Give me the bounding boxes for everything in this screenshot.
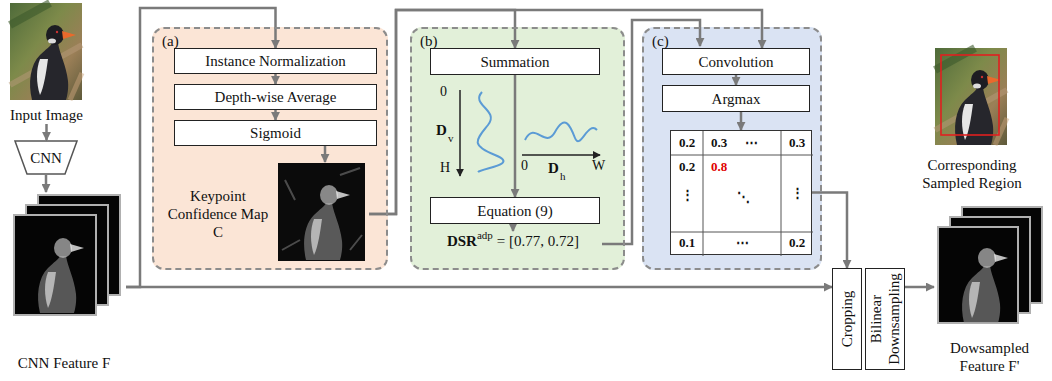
table-cell: ⋮	[681, 187, 694, 203]
flow-connector	[740, 112, 743, 130]
feature-content	[962, 248, 1008, 323]
image-caption: CNN Feature F	[2, 354, 126, 372]
flow-connector	[274, 110, 277, 120]
table-cell: ⋯	[736, 235, 749, 251]
formula-text: = [0.77, 0.72]	[497, 233, 579, 250]
table-cell: ⋱	[737, 189, 750, 205]
node-label: Cropping	[838, 270, 856, 368]
image-with-caption: Dowsampled Feature F'	[934, 205, 1045, 375]
flow-connector	[274, 74, 277, 84]
map-ground	[278, 163, 365, 261]
process-box: Instance Normalization	[174, 48, 377, 74]
feature-content	[38, 238, 84, 313]
image-with-caption: CNN Feature F	[2, 192, 126, 372]
flow-connector	[735, 75, 738, 85]
table-cell: 0.1	[679, 235, 695, 251]
output-stack	[938, 207, 1042, 323]
projection-curve	[478, 92, 504, 172]
grid-line	[671, 155, 813, 156]
keypoint-map	[278, 163, 365, 261]
map-content	[304, 185, 350, 260]
axis-label: h	[560, 170, 566, 182]
panel-label: (a)	[162, 32, 179, 50]
process-box: Argmax	[662, 85, 810, 112]
image-with-caption: Corresponding Sampled Region	[912, 42, 1032, 192]
node-label: CNN	[30, 149, 62, 167]
image-with-caption: Input Image	[4, 3, 89, 124]
formula-text: adp	[477, 229, 493, 241]
panel-label: (b)	[420, 32, 438, 50]
feature-map	[14, 215, 96, 315]
feature-stack	[14, 195, 120, 315]
panel-fill	[642, 27, 822, 270]
axis-label: D	[436, 122, 447, 139]
flow-connector	[369, 10, 515, 214]
flow-connector	[905, 286, 934, 289]
flow-connector	[324, 146, 327, 162]
cnn-trapezoid: CNN	[14, 140, 78, 175]
axis-label: 0	[440, 84, 447, 99]
formula-row: DSRadp= [0.77, 0.72]	[428, 233, 598, 250]
grid-line	[703, 131, 704, 256]
module-panel: ConvolutionArgmax 0.2 0.3 ⋯ 0.3 0.2 0.8 ⋮ ⋮ ⋱ 0.1 ⋯…	[642, 27, 822, 270]
table-cell: 0.2	[679, 135, 695, 151]
node-label: Convolution	[698, 53, 773, 71]
flow-connector	[514, 75, 517, 197]
sampled-region-box	[941, 55, 999, 135]
node-label: Summation	[480, 53, 549, 71]
process-box: Sigmoid	[174, 120, 377, 146]
process-box: Equation (9)	[430, 197, 600, 224]
axis-arrow	[522, 154, 600, 156]
confidence-map: Keypoint Confidence Map C	[162, 162, 369, 266]
region-photo	[935, 48, 1007, 145]
axis-label: D	[548, 160, 559, 177]
module-panel: Instance NormalizationDepth-wise Average…	[152, 27, 388, 270]
flow-connector	[45, 124, 48, 140]
image-caption: Dowsampled Feature F'	[934, 339, 1045, 375]
node-label: Keypoint Confidence Map C	[162, 187, 274, 241]
table-cell: ⋯	[745, 135, 758, 151]
table-cell: ⋮	[791, 185, 804, 201]
node-label: Argmax	[712, 90, 761, 108]
map-noise	[282, 168, 362, 250]
panel-fill	[410, 27, 625, 270]
vertical-process-box: Bilinear Downsampling	[865, 268, 905, 370]
projection-graph	[460, 90, 600, 176]
flow-connector	[126, 286, 832, 289]
feature-map	[938, 227, 1018, 323]
table-cell: 0.2	[789, 235, 805, 251]
score-grid: 0.2 0.3 ⋯ 0.3 0.2 0.8 ⋮ ⋮ ⋱ 0.1 ⋯ 0.2	[670, 130, 812, 255]
table-cell: 0.2	[679, 159, 695, 175]
axis-label: 0	[521, 158, 528, 173]
panel-label: (c)	[652, 32, 669, 50]
flow-connector	[812, 193, 847, 269]
table-cell: 0.3	[711, 135, 727, 151]
input-photo	[10, 3, 82, 100]
table-cell: 0.8	[711, 159, 727, 175]
node-label: Instance Normalization	[205, 52, 345, 70]
process-box: Summation	[430, 48, 600, 75]
process-box: Depth-wise Average	[174, 84, 377, 110]
grid-line	[671, 232, 813, 233]
axis-arrow	[459, 90, 461, 176]
node-label: Bilinear Downsampling	[867, 270, 903, 368]
node-label: Sigmoid	[250, 124, 301, 142]
axis-label: H	[440, 160, 450, 175]
trapezoid-shape	[15, 141, 77, 174]
table-cell: 0.3	[789, 135, 805, 151]
grid-line	[781, 131, 782, 256]
projection-curve	[525, 123, 597, 142]
formula-text: DSR	[447, 233, 477, 250]
node-label: Depth-wise Average	[215, 88, 337, 106]
image-caption: Corresponding Sampled Region	[912, 156, 1032, 192]
vertical-process-box: Cropping	[832, 268, 862, 370]
process-box: Convolution	[662, 48, 810, 75]
flow-connector	[45, 175, 48, 192]
panel-fill	[152, 27, 388, 270]
node-label: Equation (9)	[477, 202, 552, 220]
axis-label: v	[448, 132, 454, 144]
axis-label: W	[592, 158, 605, 173]
image-caption: Input Image	[4, 106, 89, 124]
